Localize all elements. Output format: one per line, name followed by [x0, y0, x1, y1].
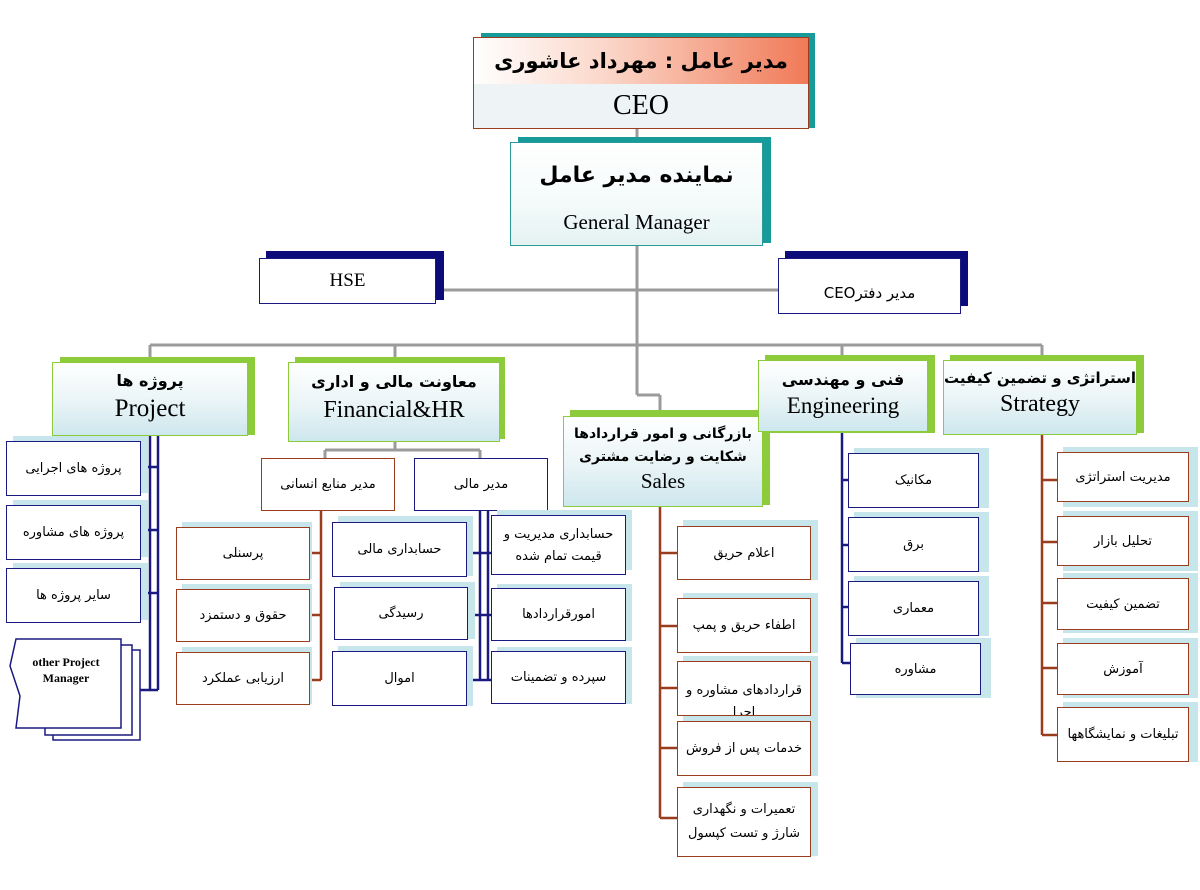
other-project-manager-label: other Project Manager: [32, 655, 100, 685]
project-item: سایر پروژه ها: [6, 568, 141, 623]
strategy-item: مدیریت استراتژی: [1057, 452, 1189, 502]
finance-manager-box: مدیر مالی: [414, 458, 548, 511]
project-item: پروژه های مشاوره: [6, 505, 141, 560]
finance-manager-label: مدیر مالی: [453, 477, 509, 492]
sales-title-fa: بازرگانی و امور قراردادها شکایت و رضایت …: [574, 426, 752, 465]
financial-title-fa: معاونت مالی و اداری: [311, 372, 477, 391]
gm-box: نماینده مدیر عامل General Manager: [510, 142, 763, 246]
other-project-manager-doc: other Project Manager: [8, 636, 143, 744]
hr-item: پرسنلی: [176, 527, 310, 580]
strategy-title-fa: استراتژی و تضمین کیفیت: [944, 369, 1136, 387]
sales-item: اعلام حریق: [677, 526, 811, 580]
sales-header: بازرگانی و امور قراردادها شکایت و رضایت …: [563, 416, 763, 507]
finance-item: امورقراردادها: [491, 588, 626, 641]
finance-item: رسیدگی: [334, 587, 468, 640]
strategy-item: تحلیل بازار: [1057, 516, 1189, 566]
strategy-header: استراتژی و تضمین کیفیت Strategy: [943, 360, 1137, 435]
hr-item: ارزیابی عملکرد: [176, 652, 310, 705]
document-stack-icon: [9, 638, 141, 741]
project-title-en: Project: [114, 395, 186, 422]
financial-header: معاونت مالی و اداری Financial&HR: [288, 362, 500, 442]
sales-item: خدمات پس از فروش: [677, 721, 811, 776]
finance-item: سپرده و تضمینات: [491, 651, 626, 704]
gm-title-en: General Manager: [563, 210, 710, 234]
ceo-office-label: مدیر دفترCEO: [823, 284, 916, 302]
engineering-title-fa: فنی و مهندسی: [781, 370, 905, 389]
project-header: پروژه ها Project: [52, 362, 248, 436]
sales-title-en: Sales: [640, 469, 686, 493]
strategy-item: تضمین کیفیت: [1057, 578, 1189, 630]
strategy-item: آموزش: [1057, 643, 1189, 695]
finance-item: حسابداری مالی: [332, 522, 467, 577]
strategy-item: تبلیغات و نمایشگاهها: [1057, 707, 1189, 762]
engineering-item: معماری: [848, 581, 979, 636]
hr-manager-box: مدیر منابع انسانی: [261, 458, 395, 511]
engineering-item: مکانیک: [848, 453, 979, 508]
ceo-title-en: CEO: [613, 90, 669, 121]
strategy-title-en: Strategy: [1000, 391, 1080, 417]
financial-title-en: Financial&HR: [323, 397, 465, 423]
engineering-item: مشاوره: [850, 643, 981, 695]
project-title-fa: پروژه ها: [116, 371, 184, 390]
ceo-office-box: مدیر دفترCEO: [778, 258, 961, 314]
hr-item: حقوق و دستمزد: [176, 589, 310, 642]
engineering-title-en: Engineering: [786, 393, 900, 418]
gm-title-fa: نماینده مدیر عامل: [539, 163, 734, 188]
hse-label: HSE: [329, 270, 366, 291]
engineering-header: فنی و مهندسی Engineering: [758, 360, 928, 432]
hr-manager-label: مدیر منابع انسانی: [280, 477, 376, 492]
engineering-item: برق: [848, 517, 979, 572]
project-item: پروژه های اجرایی: [6, 441, 141, 496]
sales-item: قراردادهای مشاوره و اجرا: [677, 661, 811, 716]
sales-item: اطفاء حریق و پمپ: [677, 598, 811, 653]
ceo-box: مدیر عامل : مهرداد عاشوری CEO: [473, 37, 809, 129]
finance-item: حسابداری مدیریت و قیمت تمام شده: [491, 515, 626, 575]
finance-item: اموال: [332, 651, 467, 706]
sales-item: تعمیرات و نگهداری شارژ و تست کپسول: [677, 787, 811, 857]
hse-box: HSE: [259, 258, 436, 304]
ceo-title-fa: مدیر عامل : مهرداد عاشوری: [494, 49, 788, 73]
